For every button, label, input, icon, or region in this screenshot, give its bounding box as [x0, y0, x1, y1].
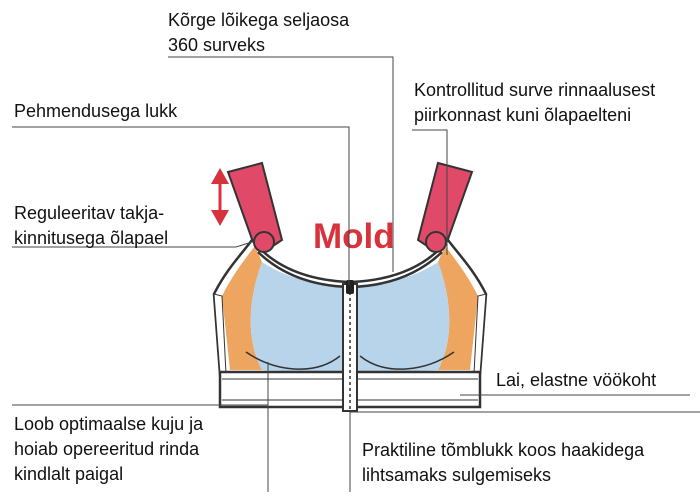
label-soft-closure: Pehmendusega lukk	[14, 101, 178, 121]
left-side-panel	[222, 246, 262, 370]
label-waistband: Lai, elastne vöökoht	[496, 370, 657, 390]
leader-soft-closure	[12, 126, 350, 285]
neckline	[257, 251, 443, 289]
leader-lines	[12, 56, 700, 492]
adjust-arrow-icon	[211, 168, 229, 226]
right-cup-seam	[359, 351, 455, 370]
label-back-cut: Kõrge lõikega seljaosa 360 surveks	[168, 10, 350, 55]
label-shape: Loob optimaalse kuju ja hoiab opereeritu…	[14, 414, 204, 484]
right-side-panel	[438, 246, 478, 370]
leader-shape	[12, 362, 269, 492]
right-cup	[355, 262, 450, 374]
leader-pressure	[412, 129, 448, 255]
leader-strap	[12, 240, 256, 248]
left-strap-ring	[253, 231, 275, 253]
label-strap: Reguleeritav takja- kinnitusega õlapael	[14, 203, 169, 248]
label-pressure: Kontrollitud surve rinnaalusest piirkonn…	[414, 80, 656, 125]
right-strap-ring	[425, 231, 447, 253]
left-cup-seam	[245, 351, 341, 370]
leader-back-cut	[168, 56, 394, 272]
left-cup	[250, 262, 345, 374]
zipper-pull	[346, 280, 354, 294]
label-zipper: Praktiline tõmblukk koos haakidega lihts…	[362, 440, 645, 485]
leader-zipper	[349, 411, 700, 492]
brand-logo: Mold	[313, 217, 395, 256]
